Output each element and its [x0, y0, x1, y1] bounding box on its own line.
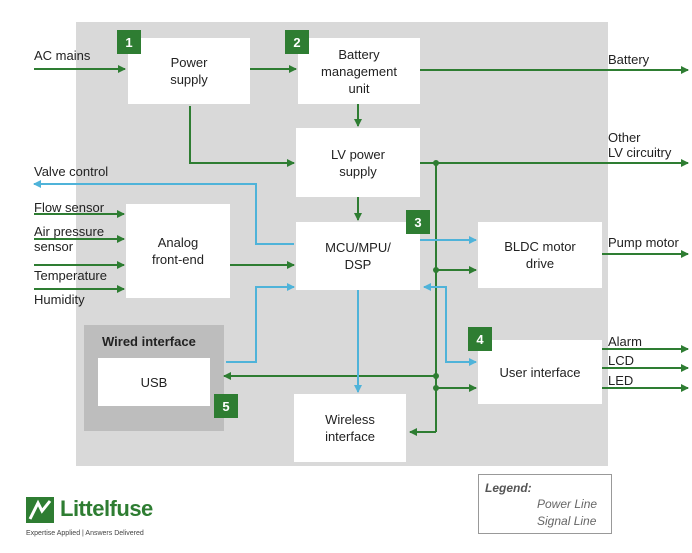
mcu-label: MCU/MPU/ DSP	[325, 240, 391, 272]
legend-power-line-label: Power Line	[537, 497, 598, 511]
temperature-label: Temperature	[34, 268, 107, 283]
usb-block: USB	[98, 358, 210, 406]
wireless-interface-block: Wireless interface	[294, 394, 406, 462]
air-pressure-sensor-label: Air pressure sensor	[34, 224, 105, 254]
badge-4: 4	[468, 327, 492, 351]
alarm-label: Alarm	[608, 334, 642, 349]
mcu-block: MCU/MPU/ DSP	[296, 222, 420, 290]
valve-control-label: Valve control	[34, 164, 109, 179]
led-label: LED	[608, 373, 634, 388]
legend-title: Legend:	[485, 481, 532, 495]
legend-signal-line-label: Signal Line	[537, 514, 597, 528]
badge-5: 5	[214, 394, 238, 418]
usb-label: USB	[140, 374, 168, 390]
humidity-label: Humidity	[34, 292, 85, 307]
power-supply-block: Power supply	[128, 38, 250, 104]
badge-3: 3	[406, 210, 430, 234]
littelfuse-logo-icon	[26, 497, 54, 523]
lcd-label: LCD	[608, 353, 635, 368]
valve-control-line	[33, 180, 294, 245]
wireless-interface-label: Wireless interface	[325, 412, 375, 444]
ps-to-lv-line	[189, 106, 295, 167]
power-supply-label: Power supply	[170, 55, 208, 87]
littelfuse-logo-text: Littelfuse	[60, 496, 153, 521]
analog-front-end-label: Analog front-end	[151, 235, 205, 267]
user-interface-block: User interface	[478, 340, 602, 404]
battery-label: Battery	[608, 52, 650, 67]
pump-motor-label: Pump motor	[608, 235, 679, 250]
wired-interface-title: Wired interface	[102, 334, 196, 349]
bldc-motor-drive-label: BLDC motor drive	[504, 239, 576, 271]
other-lv-circuitry-label: Other LV circuitry	[608, 130, 672, 160]
ac-mains-label: AC mains	[34, 48, 91, 63]
user-interface-label: User interface	[499, 364, 581, 380]
legend: Legend: Power Line Signal Line	[478, 474, 612, 534]
lv-power-supply-block: LV power supply	[296, 128, 420, 197]
battery-management-block: Battery management unit	[298, 38, 420, 104]
bldc-motor-drive-block: BLDC motor drive	[478, 222, 602, 288]
usb-to-mcu-line	[226, 283, 295, 363]
battery-management-label: Battery management unit	[321, 46, 397, 96]
lv-power-supply-label: LV power supply	[331, 146, 385, 179]
badge-1: 1	[117, 30, 141, 54]
analog-front-end-block: Analog front-end	[126, 204, 230, 298]
flow-sensor-label: Flow sensor	[34, 200, 105, 215]
littelfuse-tagline: Expertise Applied | Answers Delivered	[26, 530, 144, 537]
badge-2: 2	[285, 30, 309, 54]
